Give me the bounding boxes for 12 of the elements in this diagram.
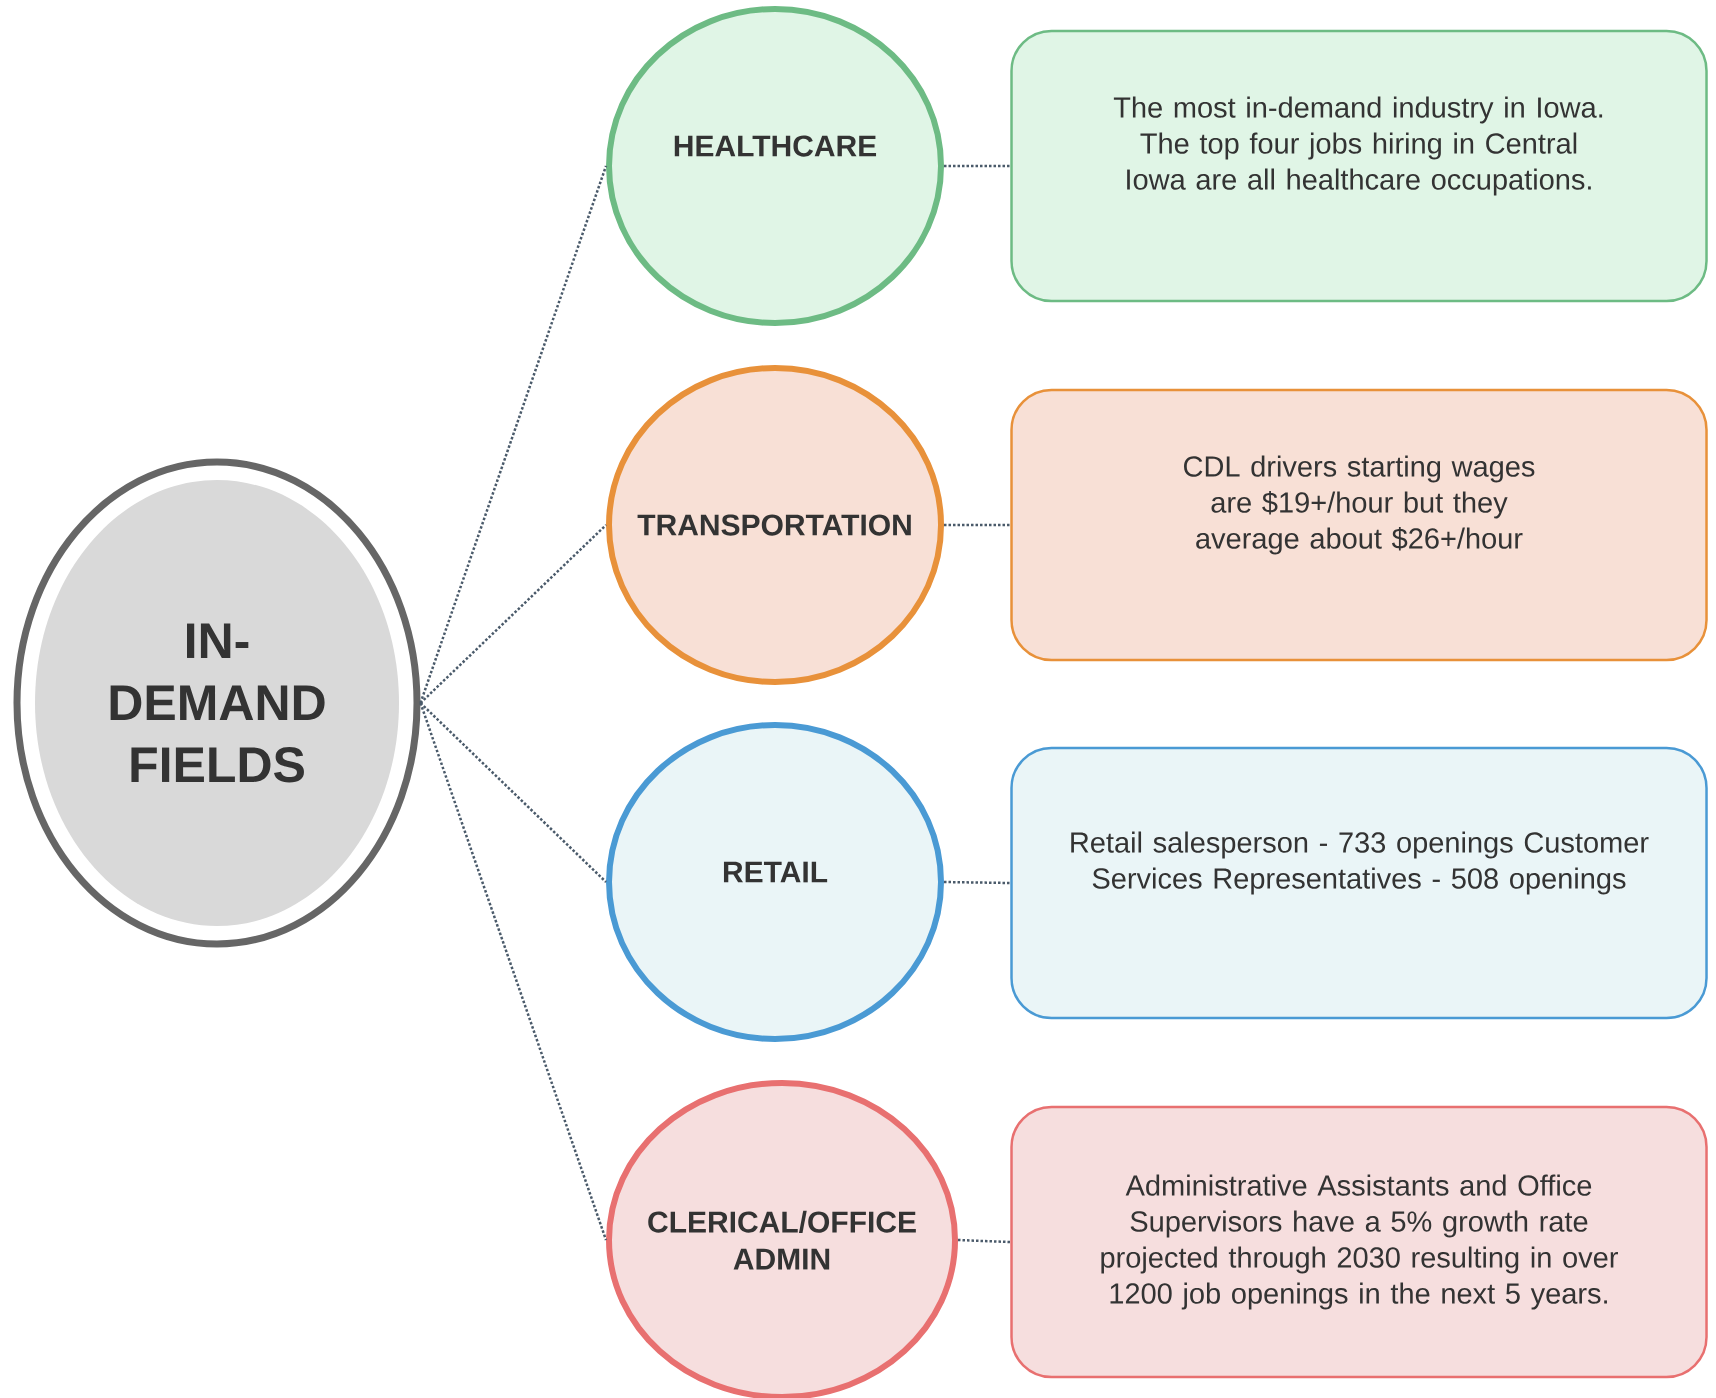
connector-line [957,1238,1011,1244]
info-box: CDL drivers starting wages are $19+/hour but they average about $26+/hour [1010,388,1708,662]
connector-line [419,702,607,883]
connector-line [944,164,1011,168]
connector-line [944,523,1011,527]
connector-line [419,702,608,1241]
info-box: Retail salesperson - 733 openings Customer Services Representatives - 508 openings [1010,746,1708,1020]
info-box: Administrative Assistants and Office Supervisors have a 5% growth rate projected through 2030 resulting in over 1200 job openings in the next 5 years. [1010,1105,1708,1379]
connector-line [419,165,608,704]
connector-line [419,524,607,704]
connector-line [944,880,1011,885]
info-box: The most in-demand industry in Iowa. The top four jobs hiring in Central Iowa are all healthcare occupations. [1010,29,1708,303]
